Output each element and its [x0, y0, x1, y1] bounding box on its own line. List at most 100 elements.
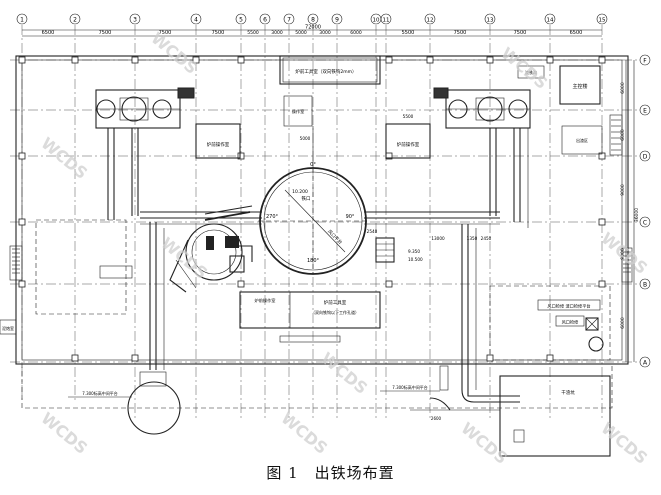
tool-room-label: 炉前操作室 [255, 297, 276, 304]
axis-label: 4 [194, 17, 198, 24]
axis-label: 13 [487, 18, 494, 24]
watermark-layer: WCDS WCDS WCDS WCDS WCDS WCDS WCDS WCDS … [37, 29, 651, 468]
dimension-text: 7500 [454, 30, 467, 36]
dimension-text: 6000 [350, 30, 362, 36]
axis-label: 9 [335, 17, 339, 24]
side-note: 风口检修 [562, 319, 580, 326]
axis-label: E [643, 108, 647, 115]
tool-room-sublabel: （双向铁钩以下工作孔道） [311, 309, 359, 315]
right-box-label: 主控楼 [572, 83, 587, 90]
axis-label: 2 [73, 17, 77, 24]
elevation-label: 7.300标高中间平台 [82, 390, 117, 396]
dimension-text: 2600 [431, 416, 442, 421]
left-side-label: 泥炮室 [2, 325, 14, 331]
dimension-text: 3000 [271, 30, 283, 36]
elevation-label: 9.350 [408, 249, 420, 254]
watermark-text: WCDS [277, 409, 331, 458]
axis-label: 11 [383, 18, 390, 24]
bottom-right-box: 干渣坑 7.300标高中间平台 2600 [380, 375, 611, 457]
axis-label: B [643, 282, 647, 289]
dimension-text: 13000 [431, 236, 445, 241]
tool-room-label: 炉前工具室（双向铁钩2mm） [295, 68, 356, 75]
right-box-label: 出渣区 [576, 137, 588, 143]
building-outline [0, 55, 633, 409]
angle-label: 90° [346, 214, 355, 220]
axis-label: A [643, 360, 648, 367]
right-side-notes: 风口检修 渣口检修平台 风口检修 [537, 299, 604, 352]
figure-caption: 图 1 出铁场布置 [266, 464, 395, 482]
axis-label: 1 [20, 17, 24, 24]
grid-axis-right: F E D C B A [639, 54, 651, 368]
overall-dimension: 36000 [634, 208, 640, 222]
grid-axis-top: 1 2 3 4 5 6 7 8 9 10 11 12 13 14 15 [16, 13, 608, 25]
hatched-platforms [99, 265, 449, 391]
axis-label: 14 [547, 18, 554, 24]
watermark-text: WCDS [37, 409, 91, 458]
right-top-rooms: 主控楼 出渣区 [559, 65, 603, 155]
slag-trough-label: 渣铁沟 [525, 69, 537, 75]
right-machinery: 渣铁沟 [433, 65, 545, 129]
axis-label: F [643, 58, 647, 65]
tool-room-label: 炉前工具室 [324, 299, 347, 306]
watermark-text: WCDS [597, 419, 651, 468]
center-label: 铁口 [302, 195, 311, 202]
top-tool-room: 炉前工具室（双向铁钩2mm） 操作室 5000 [279, 55, 381, 168]
dimension-text: 3000 [319, 30, 331, 36]
bottom-tool-room: 炉前操作室 炉前工具室 （双向铁钩以下工作孔道） [239, 291, 381, 329]
left-furnace-room: 炉前操作室 [195, 123, 241, 159]
dimension-text: 6000 [620, 317, 626, 329]
axis-label: 6 [263, 17, 267, 24]
dimension-text: 6000 [620, 129, 626, 141]
axis-label: 5 [239, 17, 243, 24]
watermark-text: WCDS [497, 44, 551, 93]
watermark-text: WCDS [317, 349, 371, 398]
tap-hole-equipment: 9.350 10.500 2540 1350 2450 13000 [367, 229, 492, 263]
axis-label: 3 [133, 17, 137, 24]
top-dimension-chain: 6500 7500 7500 7500 5500 3000 5000 3000 … [22, 25, 602, 37]
side-note: 风口检修 渣口检修平台 [547, 303, 590, 310]
furnace-room-label: 炉前操作室 [207, 141, 230, 148]
right-dimension-chain: 6000 6000 9000 9000 6000 36000 [620, 60, 640, 362]
iron-runners [107, 128, 529, 411]
elevation-label: 7.300标高中间平台 [392, 384, 427, 390]
watermark-text: WCDS [597, 229, 651, 278]
slag-flush-pit: 7.300标高中间平台 [68, 371, 181, 435]
mud-gun-mechanism [169, 205, 253, 293]
dimension-text: 6000 [620, 82, 626, 94]
dimension-text: 6500 [42, 30, 55, 36]
control-room-label: 操作室 [292, 108, 305, 115]
watermark-text: WCDS [157, 234, 211, 283]
columns [18, 56, 606, 362]
dimension-text: 9000 [620, 184, 626, 196]
angle-label: 270° [266, 214, 279, 220]
axis-label: 15 [599, 18, 606, 24]
axis-label: 7 [287, 17, 291, 24]
angle-label: 180° [307, 258, 320, 264]
dimension-text: 7500 [212, 30, 225, 36]
elevation-label: 10.500 [408, 257, 423, 262]
dimension-text: 2540 [367, 229, 378, 234]
axis-label: 8 [311, 17, 315, 24]
dimension-text: 5500 [403, 114, 414, 119]
axis-label: 10 [373, 18, 380, 24]
dimension-text: 6500 [570, 30, 583, 36]
dimension-text: 5000 [300, 136, 311, 141]
dimension-text: 2450 [481, 236, 492, 241]
dimension-text: 5500 [402, 30, 415, 36]
dimension-text: 1350 [467, 236, 478, 241]
axis-label: D [643, 154, 648, 161]
axis-label: 12 [427, 18, 434, 24]
bottom-right-box-label: 干渣坑 [561, 389, 575, 396]
axis-label: C [643, 220, 647, 227]
furnace-room-label: 炉前操作室 [397, 141, 420, 148]
dimension-text: 7500 [514, 30, 527, 36]
left-machinery [95, 87, 195, 129]
left-side-box: 泥炮室 [2, 325, 14, 331]
dimension-text: 9000 [620, 248, 626, 260]
overall-dimension: 72000 [305, 25, 321, 31]
tuyere-platform-label: 风口平台 [326, 228, 344, 246]
dimension-text: 5000 [295, 30, 307, 36]
watermark-text: WCDS [37, 134, 91, 183]
dimension-text: 7500 [99, 30, 112, 36]
